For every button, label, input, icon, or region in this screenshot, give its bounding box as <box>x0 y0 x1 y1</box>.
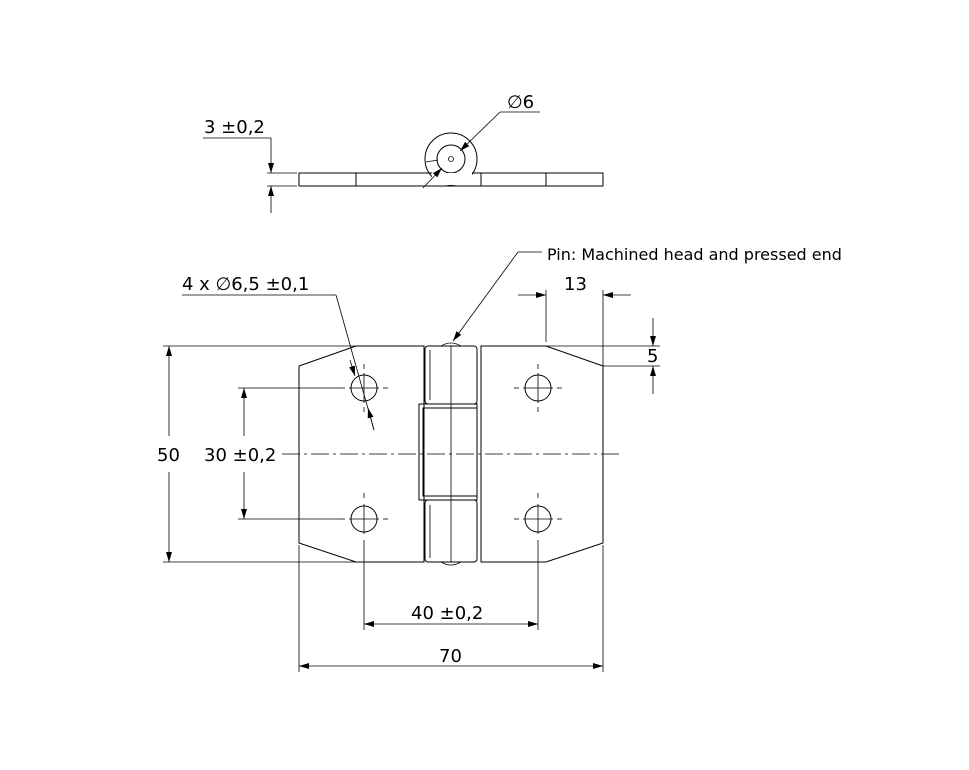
top-view: 3 ±0,2 ∅6 <box>203 92 604 213</box>
pin-diameter-label: ∅6 <box>507 92 534 113</box>
knuckle-seam <box>425 159 439 163</box>
pin-head-bottom <box>440 561 462 566</box>
width-label: 70 <box>439 646 462 667</box>
hole-vertical-spacing-label: 30 ±0,2 <box>204 445 276 466</box>
pin-note: Pin: Machined head and pressed end <box>547 245 842 264</box>
mounting-hole <box>340 493 388 534</box>
hole-horizontal-spacing-label: 40 ±0,2 <box>411 603 483 624</box>
mounting-hole <box>514 493 562 534</box>
front-view: Pin: Machined head and pressed end 4 x ∅… <box>157 245 842 672</box>
mounting-hole <box>340 364 388 412</box>
holes-label: 4 x ∅6,5 ±0,1 <box>182 274 309 295</box>
edge-offset-label: 13 <box>564 274 587 295</box>
thickness-label: 3 ±0,2 <box>204 117 265 138</box>
pin-head-top <box>440 342 462 347</box>
pin-center <box>448 156 454 162</box>
chamfer-label: 5 <box>647 346 658 367</box>
knuckle-middle <box>418 403 478 501</box>
height-label: 50 <box>157 445 180 466</box>
mounting-hole <box>514 364 562 412</box>
